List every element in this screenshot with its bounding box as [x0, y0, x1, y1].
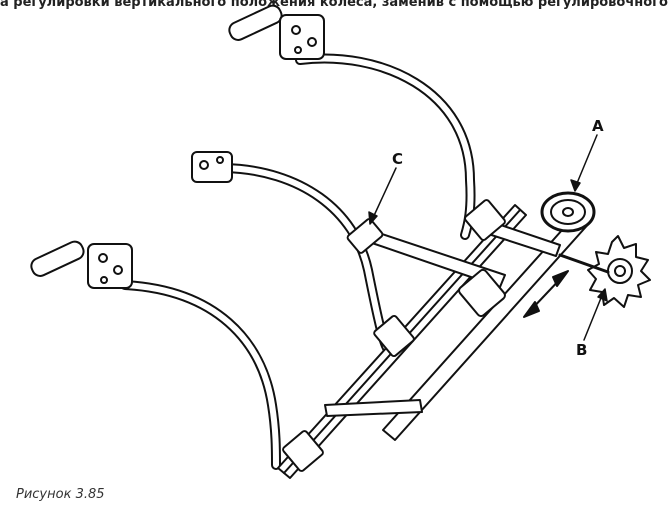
callout-b: B: [576, 341, 588, 359]
spring-tine-top: [228, 4, 476, 240]
cropped-top-text: а регулировки вертикального положения ко…: [0, 0, 668, 9]
callout-a: A: [592, 117, 604, 135]
spring-tine-bottom: [30, 240, 281, 470]
adjustment-double-arrow: [523, 270, 569, 318]
depth-wheel: [540, 191, 596, 233]
callout-leaders: [368, 134, 608, 341]
callout-c: C: [392, 150, 404, 168]
tine-brackets: [282, 199, 506, 472]
figure-caption: Рисунок 3.85: [16, 487, 105, 502]
notched-disc: [558, 235, 651, 308]
